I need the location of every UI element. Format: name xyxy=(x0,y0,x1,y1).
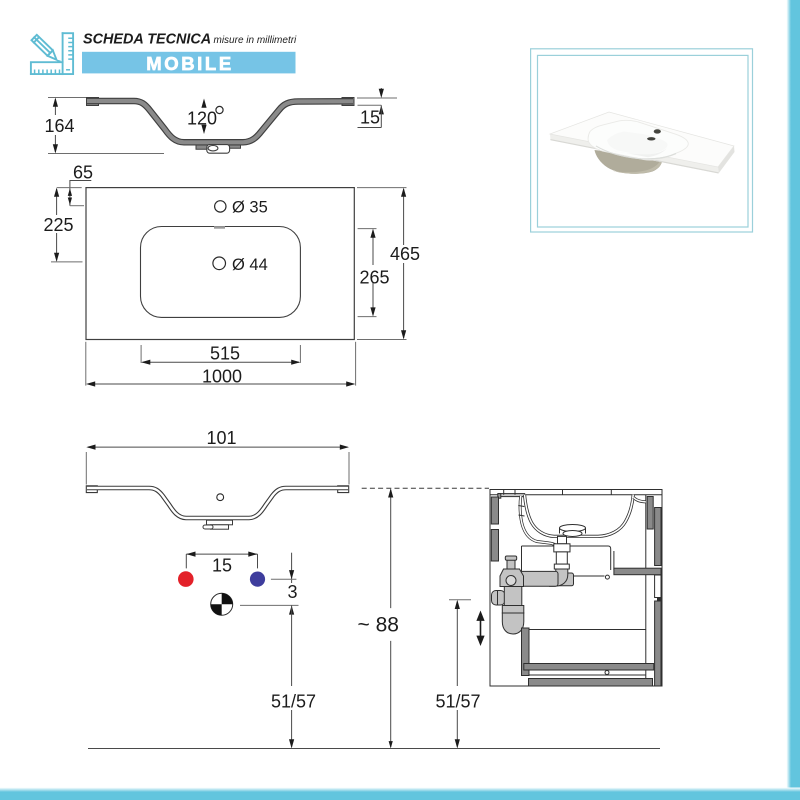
svg-text:51/57: 51/57 xyxy=(271,692,316,712)
svg-text:225: 225 xyxy=(44,215,74,235)
svg-text:3: 3 xyxy=(288,582,298,602)
svg-text:65: 65 xyxy=(73,163,93,183)
svg-text:~ 88: ~ 88 xyxy=(358,614,399,637)
svg-text:265: 265 xyxy=(360,268,390,288)
svg-text:MOBILE: MOBILE xyxy=(146,53,234,74)
svg-text:misure in millimetri: misure in millimetri xyxy=(214,35,298,46)
svg-text:164: 164 xyxy=(45,116,75,136)
svg-text:Ø 35: Ø 35 xyxy=(232,199,268,217)
svg-text:15: 15 xyxy=(360,108,380,128)
svg-text:465: 465 xyxy=(390,244,420,264)
svg-text:1000: 1000 xyxy=(202,367,242,387)
svg-text:101: 101 xyxy=(207,428,237,448)
svg-text:515: 515 xyxy=(210,344,240,364)
svg-text:SCHEDA TECNICA: SCHEDA TECNICA xyxy=(83,32,211,48)
svg-text:51/57: 51/57 xyxy=(436,692,481,712)
svg-text:120: 120 xyxy=(187,109,217,129)
svg-text:15: 15 xyxy=(212,556,232,576)
svg-text:Ø 44: Ø 44 xyxy=(232,256,268,274)
